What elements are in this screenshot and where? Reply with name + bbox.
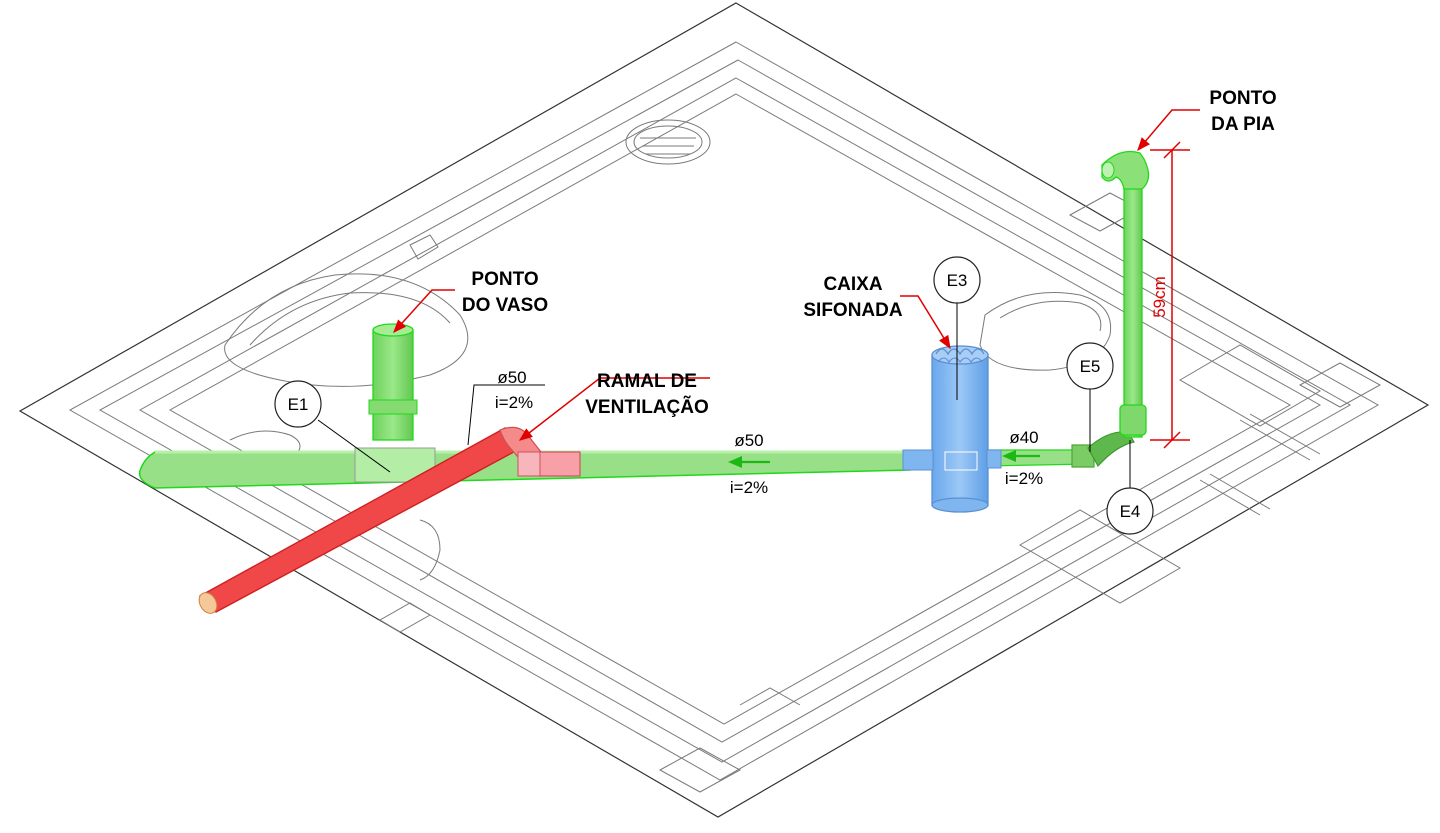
sink-branch-pipe bbox=[984, 431, 1135, 468]
tag-leaders bbox=[317, 296, 1131, 496]
tag-e5: E5 bbox=[1066, 342, 1114, 390]
tag-e3: E3 bbox=[933, 256, 981, 304]
sink-slope: i=2% bbox=[1005, 469, 1043, 488]
e5-fitting bbox=[1071, 444, 1095, 468]
svg-text:E4: E4 bbox=[1120, 502, 1141, 521]
tag-e1: E1 bbox=[274, 380, 322, 428]
ponto-pia-line1: PONTO bbox=[1209, 88, 1276, 109]
toilet-riser bbox=[354, 323, 436, 483]
vent-slope: i=2% bbox=[495, 393, 533, 412]
main-slope: i=2% bbox=[730, 478, 768, 497]
vent-branch bbox=[198, 426, 581, 614]
ponto-vaso-line2: DO VASO bbox=[462, 295, 548, 316]
vent-diameter: ø50 bbox=[497, 368, 526, 387]
flow-arrow-icon bbox=[1002, 450, 1040, 462]
floor-slab bbox=[18, 2, 1430, 818]
riser-dimension bbox=[1150, 141, 1190, 449]
vent-tee bbox=[537, 451, 581, 477]
ramal-ventilacao-line1: RAMAL DE bbox=[597, 371, 697, 392]
caixa-sifonada-line2: SIFONADA bbox=[803, 300, 903, 321]
flow-arrow-icon bbox=[728, 456, 770, 468]
svg-text:E1: E1 bbox=[288, 395, 309, 414]
ponto-pia-line2: DA PIA bbox=[1211, 114, 1275, 135]
riser-height-label: 59cm bbox=[1150, 276, 1169, 318]
e4-elbow bbox=[1087, 431, 1135, 468]
tag-e4: E4 bbox=[1106, 487, 1154, 535]
ponto-vaso-line1: PONTO bbox=[471, 269, 538, 290]
svg-text:E3: E3 bbox=[947, 271, 968, 290]
sink-riser bbox=[1101, 150, 1150, 438]
caixa-sifonada-line1: CAIXA bbox=[823, 274, 882, 295]
main-diameter: ø50 bbox=[734, 431, 763, 450]
leader-arrow-icon bbox=[393, 109, 1200, 441]
svg-text:E5: E5 bbox=[1080, 357, 1101, 376]
sink-elbow bbox=[1101, 150, 1150, 190]
sink-diameter: ø40 bbox=[1009, 428, 1038, 447]
siphon-box bbox=[902, 345, 1002, 513]
ramal-ventilacao-line2: VENTILAÇÃO bbox=[585, 396, 709, 418]
